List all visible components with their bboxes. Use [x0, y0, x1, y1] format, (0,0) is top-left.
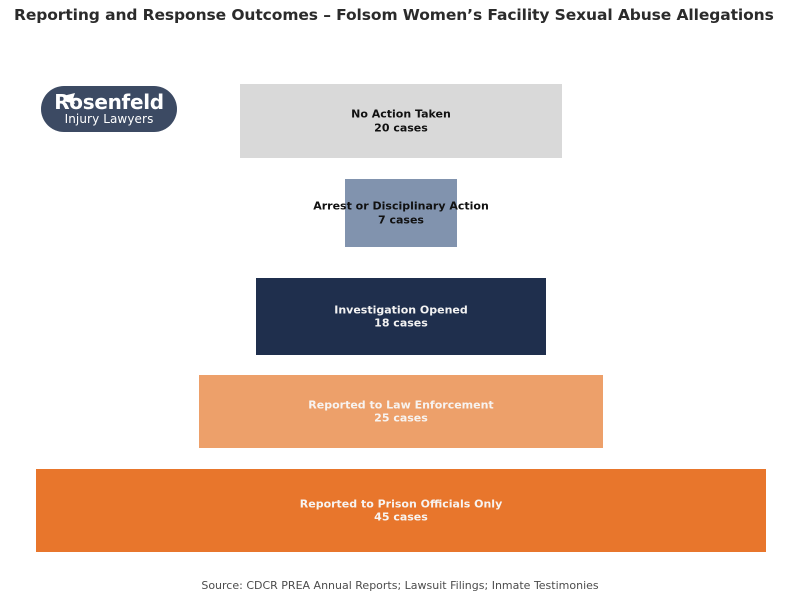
ribbon-icon [66, 93, 75, 104]
rosenfeld-logo: Rosenfeld Injury Lawyers [41, 86, 177, 132]
funnel-stage-4[interactable]: Reported to Law Enforcement 25 cases [199, 375, 603, 448]
funnel-stage-3[interactable]: Investigation Opened 18 cases [256, 278, 546, 355]
funnel-stage-5[interactable]: Reported to Prison Officials Only 45 cas… [36, 469, 766, 552]
source-note: Source: CDCR PREA Annual Reports; Lawsui… [201, 579, 599, 592]
funnel-bar-5 [36, 469, 766, 552]
funnel-stage-1[interactable]: No Action Taken 20 cases [240, 84, 562, 158]
funnel-bar-1 [240, 84, 562, 158]
funnel-bar-2 [345, 179, 457, 247]
logo-tagline: Injury Lawyers [64, 112, 154, 126]
page-title: Reporting and Response Outcomes – Folsom… [14, 6, 774, 24]
funnel-stage-2[interactable]: Arrest or Disciplinary Action 7 cases [313, 179, 489, 247]
logo-wordmark: Rosenfeld [54, 90, 164, 114]
funnel-bar-4 [199, 375, 603, 448]
funnel-bar-3 [256, 278, 546, 355]
